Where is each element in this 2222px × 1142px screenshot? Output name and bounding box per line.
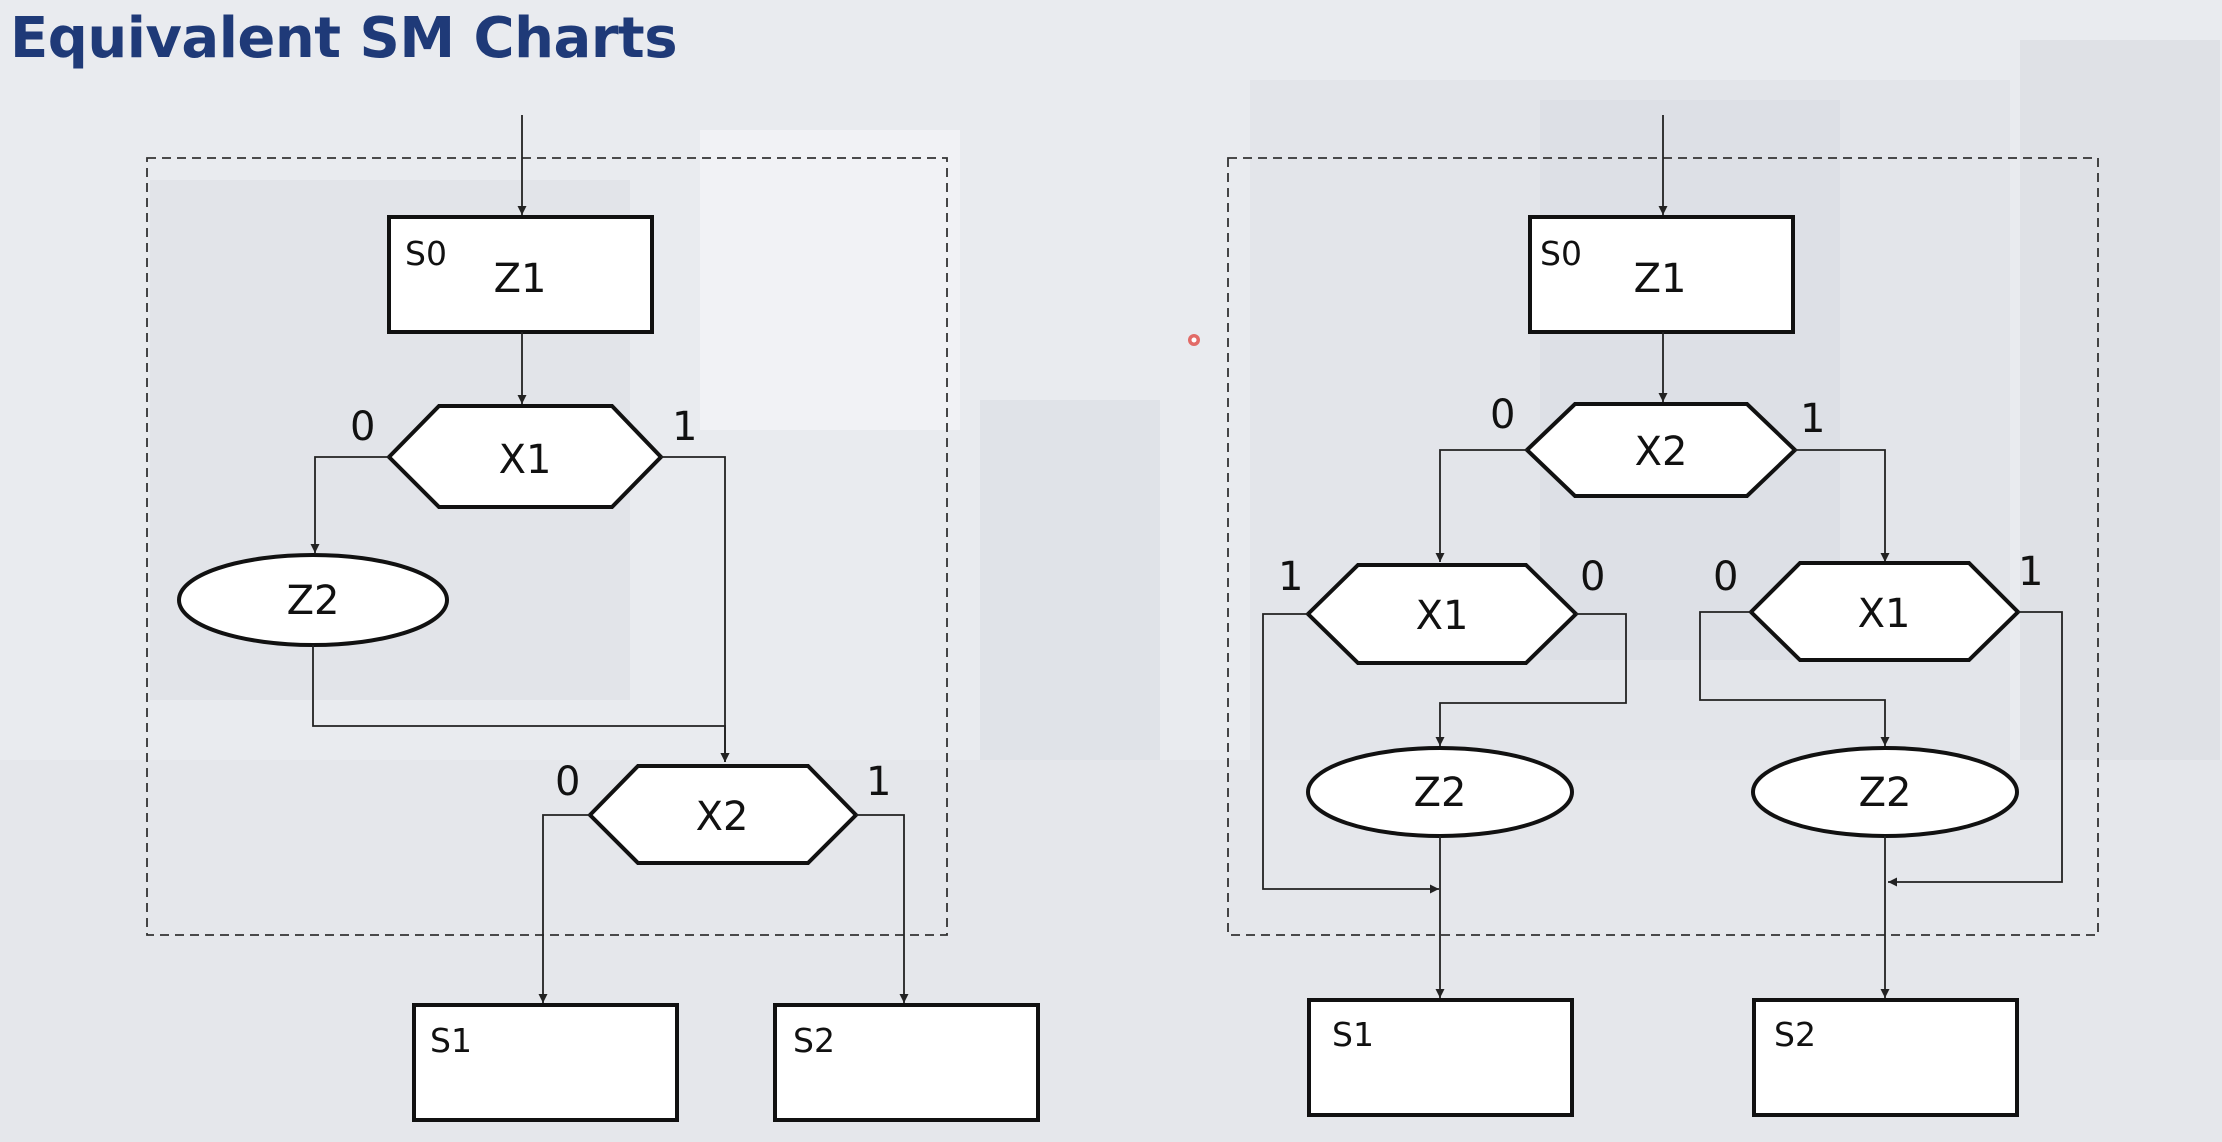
left-x2-branch-1: 1 — [866, 759, 891, 805]
right-x2-branch-1: 1 — [1800, 396, 1825, 442]
left-state-output: Z1 — [494, 256, 547, 302]
right-state-name: S0 — [1540, 234, 1582, 273]
right-wire-x1-right-0 — [1699, 611, 1890, 746]
right-x1-left-branch-0: 0 — [1580, 554, 1605, 600]
left-asm-block-boundary — [146, 157, 948, 936]
right-wire-x2-0 — [1435, 449, 1527, 562]
left-sm-chart: S0 Z1 X1 0 1 Z2 X2 0 1 S1 S2 — [146, 115, 1040, 1122]
right-decision-x1-left-label: X1 — [1416, 593, 1469, 639]
right-state-output: Z1 — [1634, 256, 1687, 302]
laser-pointer-center — [1191, 337, 1197, 343]
right-conditional-output-left-label: Z2 — [1414, 770, 1467, 816]
left-x2-branch-0: 0 — [555, 759, 580, 805]
left-state-box-s0 — [387, 215, 654, 334]
slide-title: Equivalent SM Charts — [10, 6, 678, 71]
right-state-box-s0 — [1528, 215, 1795, 334]
right-wire-x1-left-1 — [1262, 613, 1439, 894]
left-wire-x2-1 — [856, 814, 909, 1003]
right-x1-left-branch-1: 1 — [1278, 554, 1303, 600]
right-x2-branch-0: 0 — [1490, 392, 1515, 438]
right-wire-x1-right-1 — [1888, 611, 2063, 887]
right-conditional-output-right-label: Z2 — [1859, 770, 1912, 816]
right-next-state-s1: S1 — [1332, 1015, 1374, 1054]
right-decision-x1-right-label: X1 — [1858, 591, 1911, 637]
right-wire-x1-left-0 — [1435, 613, 1627, 746]
left-state-box-s1 — [412, 1003, 679, 1122]
left-conditional-output-label: Z2 — [287, 578, 340, 624]
left-wire-x1-0 — [310, 456, 389, 553]
left-decision-x1-label: X1 — [499, 437, 552, 483]
left-wire-x1-1 — [661, 456, 730, 762]
left-wire-z2-x2 — [312, 645, 730, 762]
left-x1-branch-1: 1 — [672, 404, 697, 450]
right-x1-right-branch-1: 1 — [2018, 549, 2043, 595]
left-wire-x2-0 — [538, 814, 590, 1003]
left-decision-x2-label: X2 — [696, 794, 749, 840]
right-state-box-s2 — [1752, 998, 2019, 1117]
right-state-box-s1 — [1307, 998, 1574, 1117]
right-decision-x2-label: X2 — [1635, 429, 1688, 475]
left-next-state-s1: S1 — [430, 1021, 472, 1060]
right-next-state-s2: S2 — [1774, 1015, 1816, 1054]
right-wire-x2-1 — [1795, 449, 1890, 562]
left-state-box-s2 — [773, 1003, 1040, 1122]
left-state-name: S0 — [405, 234, 447, 273]
right-sm-chart: S0 Z1 X2 0 1 X1 1 0 X1 0 1 Z2 Z2 — [1227, 115, 2099, 1117]
left-next-state-s2: S2 — [793, 1021, 835, 1060]
left-x1-branch-0: 0 — [350, 404, 375, 450]
right-x1-right-branch-0: 0 — [1713, 554, 1738, 600]
